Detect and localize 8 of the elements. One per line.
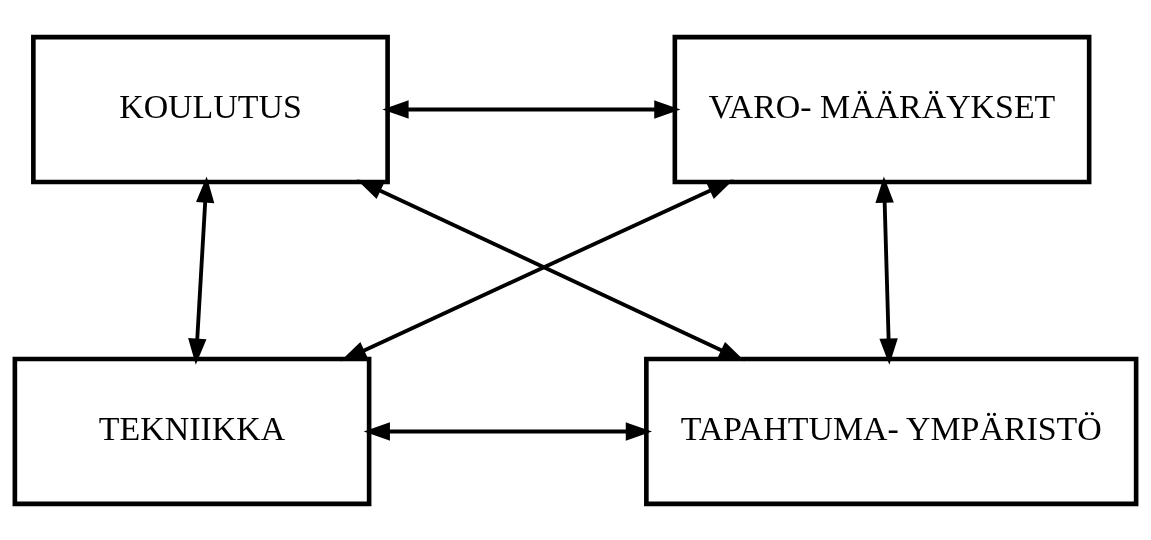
arrow xyxy=(875,175,898,365)
arrow xyxy=(382,99,681,119)
node-box: VARO- MÄÄRÄYKSET xyxy=(672,34,1092,184)
node-box: KOULUTUS xyxy=(31,34,390,184)
arrow xyxy=(363,421,652,441)
node-box: TAPAHTUMA- YMPÄRISTÖ xyxy=(644,356,1139,506)
arrow xyxy=(188,175,215,365)
node-box: TEKNIIKKA xyxy=(12,356,372,506)
